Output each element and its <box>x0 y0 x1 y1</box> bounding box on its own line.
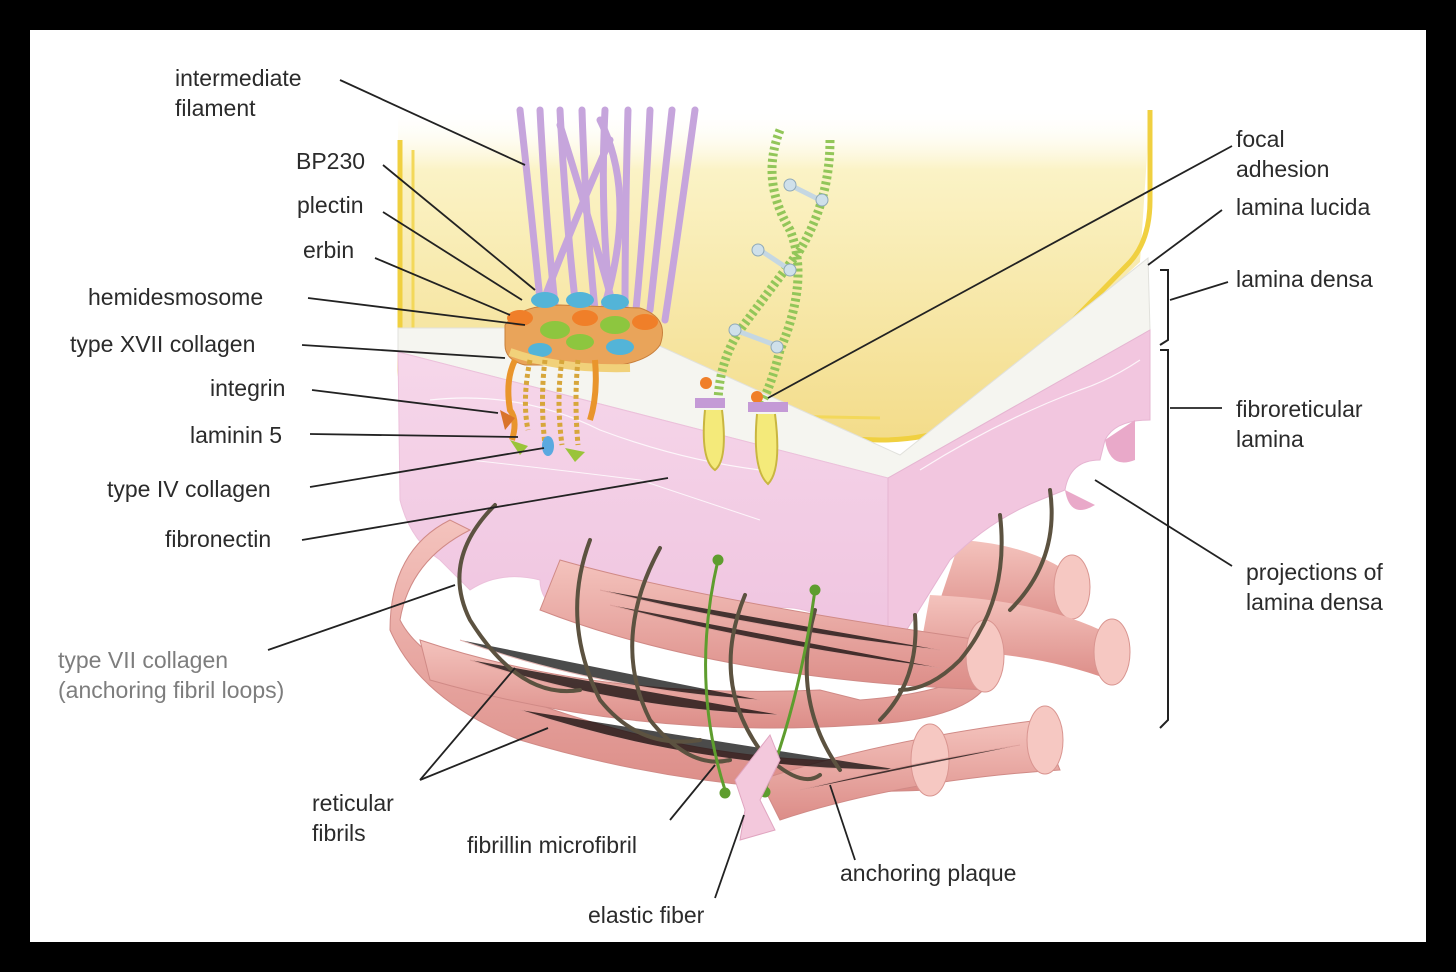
label-type-iv-collagen: type IV collagen <box>107 476 271 502</box>
figure-panel <box>30 30 1426 942</box>
label-anchoring-plaque: anchoring plaque <box>840 860 1017 886</box>
label-erbin: erbin <box>303 237 355 263</box>
label-integrin: integrin <box>210 375 286 401</box>
label-fibrillin-microfibril: fibrillin microfibril <box>467 832 637 858</box>
hemidesmosome-anchors <box>500 358 599 462</box>
focal-adhesion-structures <box>695 128 835 486</box>
basement-membrane-illustration <box>267 79 1233 899</box>
label-lamina-densa: lamina densa <box>1236 266 1373 292</box>
label-elastic-fiber: elastic fiber <box>588 902 705 928</box>
intermediate-filaments <box>516 106 699 334</box>
hemidesmosome <box>504 292 663 373</box>
label-intermediate-filament: intermediate filament <box>175 65 302 121</box>
label-type-vii-collagen: type VII collagen (anchoring fibril loop… <box>58 647 285 703</box>
label-laminin-5: laminin 5 <box>190 422 283 448</box>
elastic-fiber <box>734 734 781 841</box>
label-lamina-lucida: lamina lucida <box>1236 194 1371 220</box>
label-fibronectin: fibronectin <box>165 526 272 552</box>
reticular-fibrils-front <box>389 519 1064 821</box>
reticular-fibrils-back <box>920 540 1131 686</box>
label-hemidesmosome: hemidesmosome <box>88 284 264 310</box>
label-bp230: BP230 <box>296 148 366 174</box>
label-fibroreticular-lamina: fibroreticular lamina <box>1236 396 1363 452</box>
label-projections-of-lamina-densa: projections of lamina densa <box>1246 559 1383 615</box>
label-reticular-fibrils: reticular fibrils <box>312 790 394 846</box>
label-type-xvii-collagen: type XVII collagen <box>70 331 256 357</box>
anchoring-fibril-loops <box>457 488 1054 781</box>
label-focal-adhesion: focal adhesion <box>1236 126 1330 182</box>
layer-brackets <box>1159 269 1169 729</box>
label-plectin: plectin <box>297 192 364 218</box>
leader-lines <box>267 79 1233 899</box>
